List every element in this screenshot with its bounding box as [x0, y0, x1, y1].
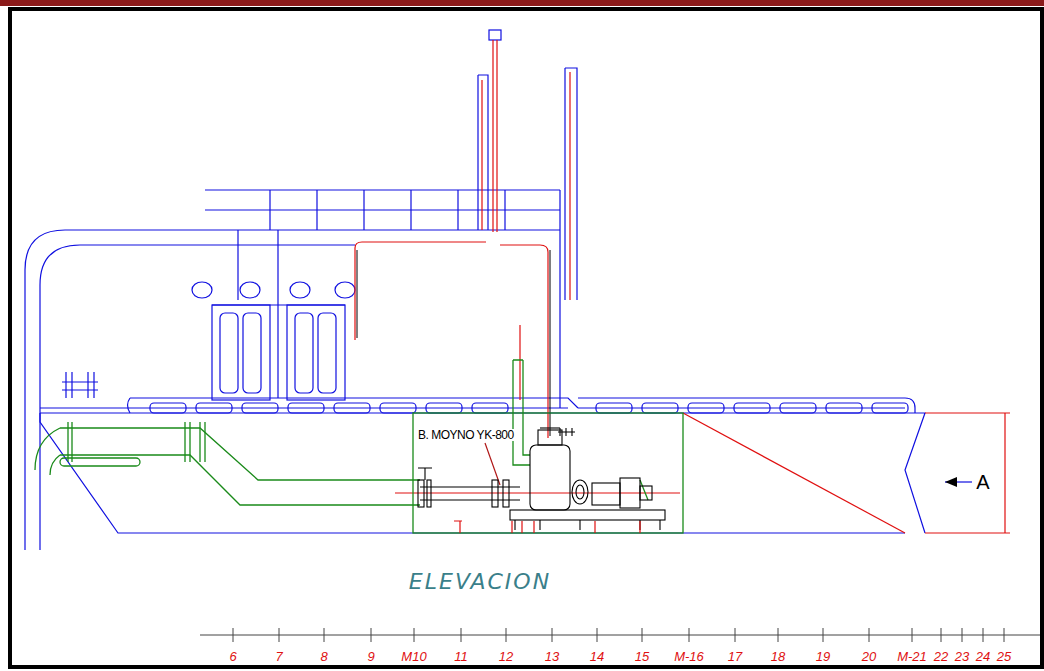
- frame-number: 13: [545, 650, 559, 663]
- frame-number: 6: [229, 650, 236, 663]
- frame-number: 25: [997, 650, 1011, 663]
- frame-number: 20: [862, 650, 876, 663]
- frame-number: 8: [320, 650, 327, 663]
- frame-number: 18: [771, 650, 785, 663]
- frame-number: M-21: [897, 650, 927, 663]
- frame-number: 9: [367, 650, 374, 663]
- view-marker: A: [976, 472, 989, 492]
- frame-number: 12: [499, 650, 513, 663]
- frame-number: 23: [955, 650, 969, 663]
- frame-number: 11: [454, 650, 468, 663]
- drawing-title: ELEVACION: [409, 571, 551, 593]
- frame-number: M10: [401, 650, 426, 663]
- pump-label: B. MOYNO YK-800: [418, 429, 514, 441]
- frame-number: 15: [635, 650, 649, 663]
- frame-number: 22: [934, 650, 948, 663]
- frame-number: 17: [728, 650, 742, 663]
- frame-number: 19: [816, 650, 830, 663]
- frame-number: 14: [590, 650, 604, 663]
- frame-number: M-16: [674, 650, 704, 663]
- frame-number: 7: [275, 650, 282, 663]
- frame-number: 24: [976, 650, 990, 663]
